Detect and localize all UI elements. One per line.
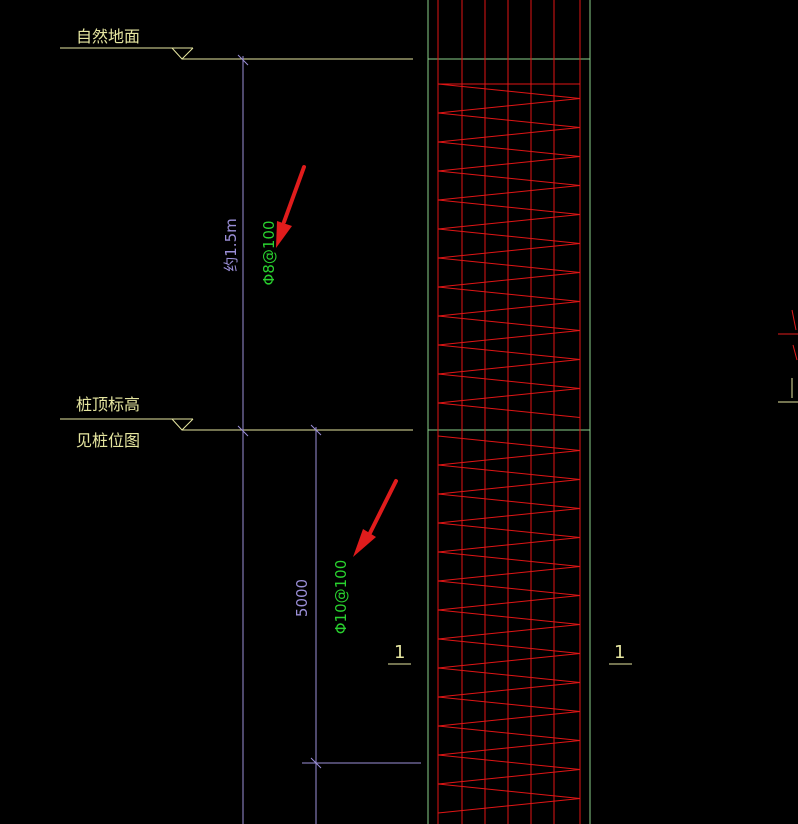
section-marker-left: 1	[388, 642, 411, 665]
dimension-upper	[237, 54, 249, 824]
arrow-lower	[353, 479, 398, 557]
arrow-upper	[276, 165, 306, 248]
natural-ground-marker: 自然地面	[60, 27, 413, 60]
pile-top-elevation-marker: 桩顶标高 见桩位图	[60, 395, 413, 450]
pile-top-elevation-label: 桩顶标高	[76, 395, 140, 414]
depth-upper-label: 约1.5m	[222, 218, 240, 271]
natural-ground-label: 自然地面	[76, 27, 140, 46]
stirrup-upper-label: Φ8@100	[260, 221, 278, 286]
depth-lower-label: 5000	[293, 579, 311, 617]
longitudinal-rebar	[437, 0, 581, 824]
svg-text:1: 1	[394, 642, 405, 663]
svg-text:1: 1	[614, 642, 625, 663]
spiral-segment	[437, 435, 581, 814]
stirrup-lower-label: Φ10@100	[332, 560, 350, 635]
pile-body	[427, 0, 591, 824]
spiral-stirrup	[437, 83, 581, 814]
cropped-annotation-right	[778, 309, 798, 403]
see-pile-plan-label: 见桩位图	[76, 431, 140, 450]
dimension-lower	[302, 424, 421, 824]
section-marker-right: 1	[609, 642, 632, 665]
spiral-segment	[437, 83, 581, 418]
